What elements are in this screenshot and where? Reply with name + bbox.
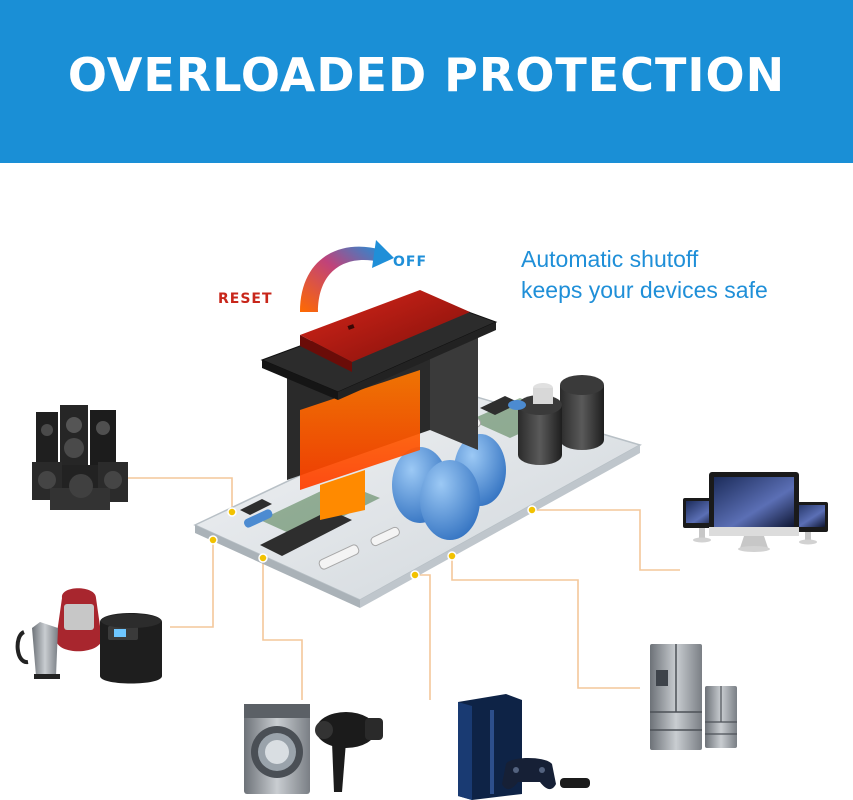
- connector-speakers: [128, 477, 233, 512]
- connector-console: [415, 574, 431, 700]
- reset-label: RESET: [218, 291, 273, 307]
- black-capacitors: [508, 375, 604, 465]
- tagline-line-1: Automatic shutoff: [521, 246, 699, 272]
- header-banner: OVERLOADED PROTECTION: [0, 0, 853, 163]
- page-title: OVERLOADED PROTECTION: [67, 48, 786, 102]
- reset-to-off-arrow-icon: [300, 240, 394, 312]
- washing-machine-hairdryer-icon: [244, 704, 383, 794]
- tagline-line-2: keeps your devices safe: [521, 277, 768, 303]
- refrigerator-icon: [650, 644, 737, 750]
- connector-computer: [532, 509, 680, 571]
- connector-fridge: [451, 556, 640, 689]
- feature-description: Automatic shutoff keeps your devices saf…: [521, 244, 768, 306]
- off-label: OFF: [393, 254, 428, 270]
- reset-rocker-switch: [260, 290, 498, 520]
- speaker-system-icon: [32, 405, 128, 510]
- connector-lines: [128, 477, 680, 700]
- connector-kitchen: [170, 540, 214, 628]
- blue-capacitors: [392, 434, 506, 540]
- computer-monitors-icon: [683, 472, 828, 552]
- connector-washer: [262, 558, 303, 700]
- game-console-icon: [458, 694, 590, 800]
- kettle-rice-cooker-icon: [15, 588, 162, 684]
- connection-nodes: [208, 505, 537, 580]
